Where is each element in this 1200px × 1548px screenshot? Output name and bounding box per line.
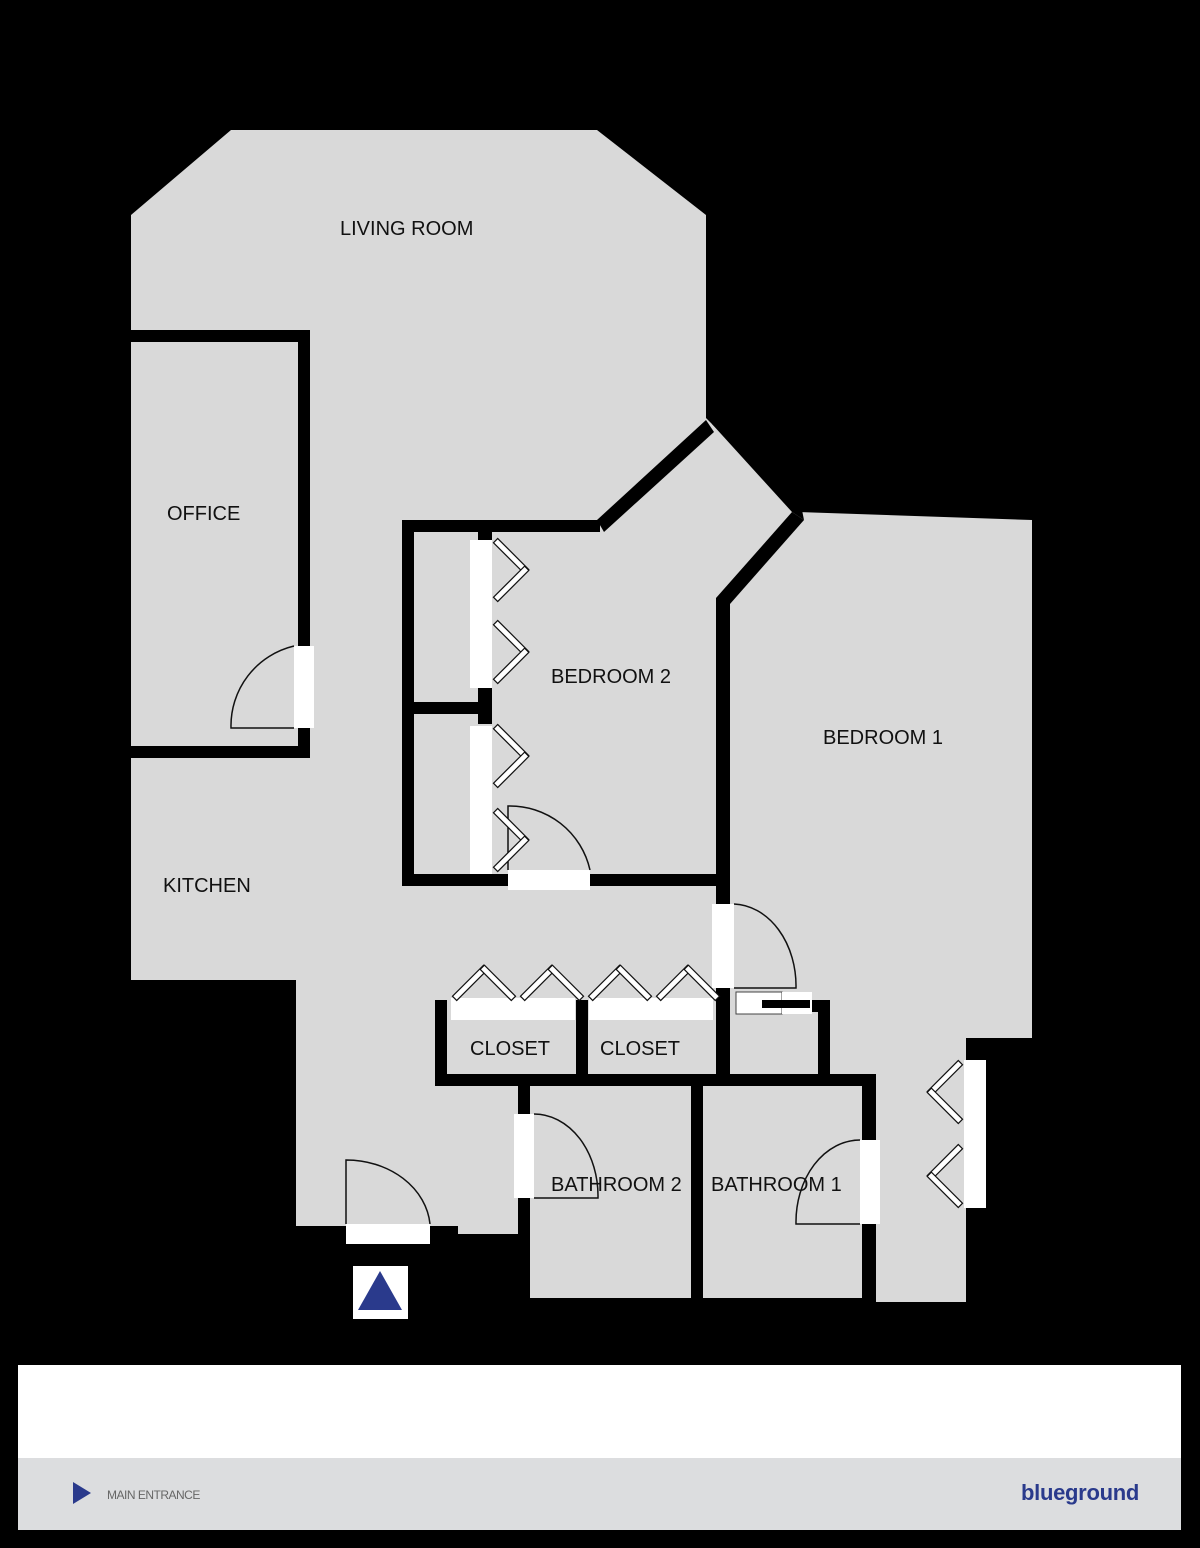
- label-bathroom-1: BATHROOM 1: [711, 1174, 842, 1196]
- entrance-door-opening: [346, 1224, 430, 1244]
- office-bottom-wall: [131, 746, 310, 758]
- bifold-doors: [451, 537, 964, 1209]
- openings: [294, 540, 986, 1244]
- closet-left-wall: [435, 1000, 447, 1086]
- bedroom2-closet-post-a: [478, 520, 492, 540]
- b2-bifold-1: [492, 537, 530, 603]
- office-door-opening: [294, 646, 314, 728]
- brand-logo: blueground: [1021, 1480, 1139, 1505]
- closet-bottom-wall: [435, 1074, 875, 1086]
- office-top-wall: [131, 330, 310, 342]
- closet-bifold-2: [519, 964, 585, 1002]
- floor-areas: [131, 130, 1032, 1302]
- b1-closet-left-post: [966, 1038, 978, 1062]
- bath1-door-opening: [860, 1140, 880, 1224]
- utility-right-wall: [818, 1000, 830, 1080]
- closet-mid-wall: [576, 1000, 588, 1086]
- b2-closet-opening-bottom: [470, 726, 492, 874]
- entrance-triangle-icon: [358, 1271, 402, 1310]
- bathroom-bottom: [530, 1298, 876, 1308]
- b2-bifold-4: [492, 807, 530, 873]
- main-entrance-legend-label: MAIN ENTRANCE: [107, 1488, 200, 1502]
- bathroom1-right-wall: [862, 1074, 876, 1142]
- utility-left-wall: [716, 988, 730, 1086]
- label-living-room: LIVING ROOM: [340, 218, 473, 240]
- label-closet-a: CLOSET: [470, 1038, 550, 1060]
- legend-bar: MAIN ENTRANCE blueground: [18, 1458, 1181, 1530]
- bathroom1-right-wall-lower: [862, 1224, 876, 1302]
- door-swings: [230, 645, 861, 1225]
- label-closet-b: CLOSET: [600, 1038, 680, 1060]
- walls: [131, 330, 1032, 1308]
- closet-b-opening: [589, 998, 713, 1020]
- b2-bifold-2: [492, 619, 530, 685]
- closet-bifold-1: [451, 964, 517, 1002]
- bath2-door-swing: [533, 1113, 599, 1199]
- b1-bifold-1: [926, 1059, 964, 1125]
- entrance-step: [430, 1226, 458, 1236]
- label-office: OFFICE: [167, 503, 240, 525]
- bath2-door-opening: [514, 1114, 534, 1198]
- main-entrance-legend-icon: [73, 1482, 91, 1504]
- floor-plan: LIVING ROOM OFFICE KITCHEN BEDROOM 2 BED…: [131, 130, 1032, 1319]
- main-entrance-marker: [353, 1266, 408, 1319]
- room-labels: LIVING ROOM OFFICE KITCHEN BEDROOM 2 BED…: [163, 218, 943, 1196]
- closet-a-opening: [451, 998, 575, 1020]
- b2-bifold-3: [492, 723, 530, 789]
- closet-bifold-3: [587, 964, 653, 1002]
- b1-door-swing: [733, 903, 797, 989]
- bathroom2-left-wall-lower: [518, 1196, 530, 1236]
- entrance-door-swing: [345, 1159, 431, 1225]
- b1-closet-top-wall: [966, 1038, 1032, 1050]
- label-kitchen: KITCHEN: [163, 875, 251, 897]
- bedroom2-diag-wall: [597, 420, 714, 532]
- bathroom2-left-wall: [518, 1074, 530, 1124]
- label-bathroom-2: BATHROOM 2: [551, 1174, 682, 1196]
- bedroom2-closet-divider: [402, 702, 492, 714]
- label-bedroom-2: BEDROOM 2: [551, 666, 671, 688]
- b1-bifold-2: [926, 1143, 964, 1209]
- bedroom2-closet-post-b: [478, 688, 492, 724]
- b2-door-opening: [508, 870, 590, 890]
- bathroom-divider: [691, 1080, 703, 1300]
- bedroom2-right-wall: [716, 598, 730, 904]
- b1-closet-left-lower: [966, 1208, 978, 1248]
- corner-block: [712, 416, 804, 520]
- b2-closet-opening-top: [470, 540, 492, 688]
- living-room-floor: [131, 130, 1032, 1302]
- b1-door-opening: [712, 904, 734, 988]
- bath1-door-swing: [795, 1139, 861, 1225]
- b1-closet-opening: [964, 1060, 986, 1208]
- bedroom2-top-wall: [402, 520, 600, 532]
- label-bedroom-1: BEDROOM 1: [823, 727, 943, 749]
- legend-panel: MAIN ENTRANCE blueground: [18, 1365, 1181, 1530]
- utility-bar: [762, 1000, 810, 1008]
- office-door-swing: [230, 645, 295, 729]
- closet-bifold-4: [655, 964, 721, 1002]
- bedroom1-diag-wall: [716, 512, 804, 604]
- b2-door-swing: [507, 805, 591, 871]
